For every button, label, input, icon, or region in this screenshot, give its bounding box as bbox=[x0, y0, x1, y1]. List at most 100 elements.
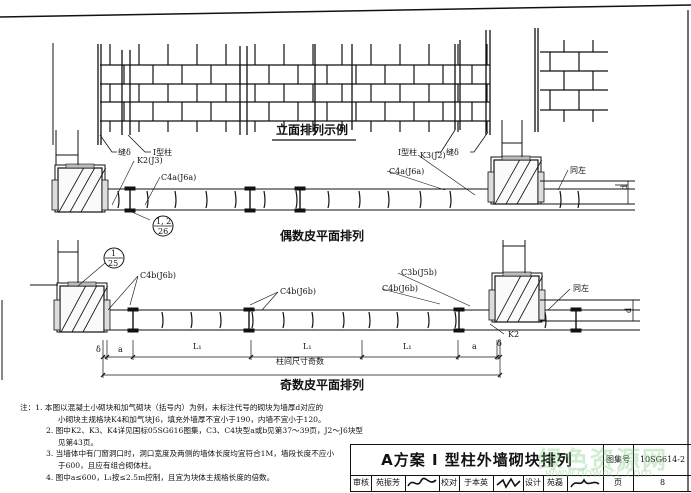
label-c4a-right: C4a(J6a) bbox=[389, 167, 424, 176]
detail-ref-circle-even[interactable]: 1, 2 26 bbox=[152, 215, 174, 237]
checker-signature bbox=[493, 475, 524, 492]
hatch-line bbox=[71, 285, 98, 333]
block-joint bbox=[577, 190, 580, 209]
leader-line bbox=[489, 323, 505, 335]
mortar-strip bbox=[67, 281, 97, 287]
even-plan-title: 偶数皮平面排列 bbox=[280, 228, 364, 243]
i-column-flange bbox=[570, 328, 582, 333]
dim-l1-1: L₁ bbox=[193, 342, 202, 351]
label-column-right: I型柱 bbox=[398, 147, 417, 157]
dimension-tick bbox=[100, 354, 106, 360]
leader-line bbox=[77, 262, 106, 287]
i-column-flange bbox=[124, 208, 136, 213]
check-label: 校对 bbox=[439, 475, 460, 492]
label-c4b-3: C4b(J6b) bbox=[382, 284, 418, 293]
notes-prefix: 注： bbox=[20, 403, 36, 412]
svg-text:26: 26 bbox=[158, 227, 168, 236]
block-joint bbox=[190, 311, 193, 329]
note-3-cont: 于600，且应有组合砌体柱。 bbox=[58, 460, 157, 470]
i-column-flange bbox=[124, 186, 136, 191]
dim-l1-2: L₁ bbox=[303, 342, 312, 351]
detail-ref-circle-odd[interactable]: 1 25 bbox=[103, 247, 125, 269]
dimension-tick bbox=[497, 354, 503, 360]
block-joint bbox=[311, 311, 314, 329]
k2-block bbox=[488, 289, 496, 321]
k2-block bbox=[51, 179, 59, 211]
block-joint bbox=[161, 311, 164, 329]
drawing-title: A方案 I 型柱外墙砌块排列 bbox=[351, 445, 604, 476]
hatch-line bbox=[69, 167, 96, 213]
i-column-flange bbox=[243, 307, 255, 312]
hatch-line bbox=[517, 275, 544, 323]
odd-course-plan bbox=[30, 240, 640, 378]
i-column-flange bbox=[244, 208, 256, 213]
note-2: 2. 图中K2、K3、K4详见国标05SG616图集，C3、C4块型a或b见第3… bbox=[46, 426, 363, 436]
leader-line bbox=[249, 291, 279, 306]
label-c4a-left: C4a(J6a) bbox=[161, 173, 196, 182]
even-course-plan bbox=[51, 120, 635, 221]
reviewer-name: 苑振芳 bbox=[371, 475, 406, 492]
hatch-line bbox=[505, 159, 532, 205]
k2-block bbox=[53, 299, 61, 331]
block-joint bbox=[251, 311, 254, 329]
note-3: 3. 当墙体中有门窗洞口时，洞口宽度及两侧的墙体长度均宜符合1M，墙段长度不应小 bbox=[46, 449, 335, 459]
elevation-title: 立面排列示例 bbox=[276, 122, 348, 137]
leader-line bbox=[144, 176, 161, 206]
svg-text:1, 2: 1, 2 bbox=[156, 217, 171, 226]
dimension-tick bbox=[130, 354, 136, 360]
block-joint bbox=[117, 190, 120, 209]
dimension-tick bbox=[100, 372, 106, 378]
leader-line bbox=[381, 288, 441, 305]
atlas-number: 10SG614-2 bbox=[633, 445, 691, 476]
block-joint bbox=[174, 190, 177, 209]
note-1: 1. 本图以混凝土小砌块和加气砌块（括号内）为例，未标注代号的砌块为墙厚d对应的 bbox=[35, 403, 324, 412]
block-joint bbox=[342, 311, 345, 329]
block-joint bbox=[427, 311, 430, 329]
hatch-line bbox=[82, 285, 109, 333]
k2-block bbox=[538, 289, 546, 321]
dimension-tick bbox=[359, 354, 365, 360]
label-d-odd: d bbox=[624, 308, 633, 313]
block-joint bbox=[454, 311, 457, 329]
label-c4b-1: C4b(J6b) bbox=[140, 271, 176, 280]
label-same-left: 同左 bbox=[570, 165, 586, 175]
block-joint bbox=[327, 190, 330, 209]
block-joint bbox=[282, 311, 285, 329]
note-1-cont: 小砌块主规格块K4和加气块J6，填充外墙厚不宜小于190，内墙不宜小于120。 bbox=[58, 414, 326, 424]
label-c3b: C3b(J5b) bbox=[401, 268, 437, 277]
leader-line bbox=[557, 169, 569, 191]
i-column-flange bbox=[294, 208, 306, 213]
label-k3-j2: K3(J2) bbox=[420, 151, 446, 160]
label-d: d bbox=[620, 185, 629, 190]
block-joint bbox=[205, 190, 208, 209]
hatch-line bbox=[80, 167, 107, 213]
leader-line bbox=[547, 288, 571, 311]
dim-a-left: a bbox=[118, 345, 123, 354]
note-2-cont: 见第43页。 bbox=[58, 437, 99, 447]
elevation-wall bbox=[97, 28, 608, 145]
block-joint bbox=[146, 190, 149, 209]
leader-line bbox=[417, 154, 476, 196]
watermark-url: www.downcc.com bbox=[545, 466, 653, 480]
dimension-tick bbox=[455, 354, 461, 360]
label-k2: K2 bbox=[508, 330, 519, 339]
leader-line bbox=[129, 275, 139, 306]
dim-delta-right: δ bbox=[497, 339, 502, 348]
hatch-line bbox=[494, 159, 521, 205]
leader-line bbox=[261, 291, 279, 311]
block-joint bbox=[559, 190, 562, 209]
i-column-flange bbox=[127, 328, 139, 333]
i-column-flange bbox=[127, 307, 139, 312]
note-4: 4. 图中a≤600，L₁按≤2.5m控制，且宜为块体主规格长度的倍数。 bbox=[46, 472, 275, 482]
reviewer-signature bbox=[405, 475, 440, 492]
hatch-line bbox=[58, 167, 85, 213]
i-column-flange bbox=[453, 307, 465, 312]
dim-a-right: a bbox=[472, 342, 477, 351]
svg-text:1: 1 bbox=[111, 249, 116, 258]
i-column-flange bbox=[243, 328, 255, 333]
leader-line bbox=[397, 272, 471, 307]
dimension-tick bbox=[494, 354, 500, 360]
k2-block bbox=[487, 171, 495, 203]
leader-line bbox=[107, 275, 139, 311]
top-border bbox=[0, 4, 691, 18]
